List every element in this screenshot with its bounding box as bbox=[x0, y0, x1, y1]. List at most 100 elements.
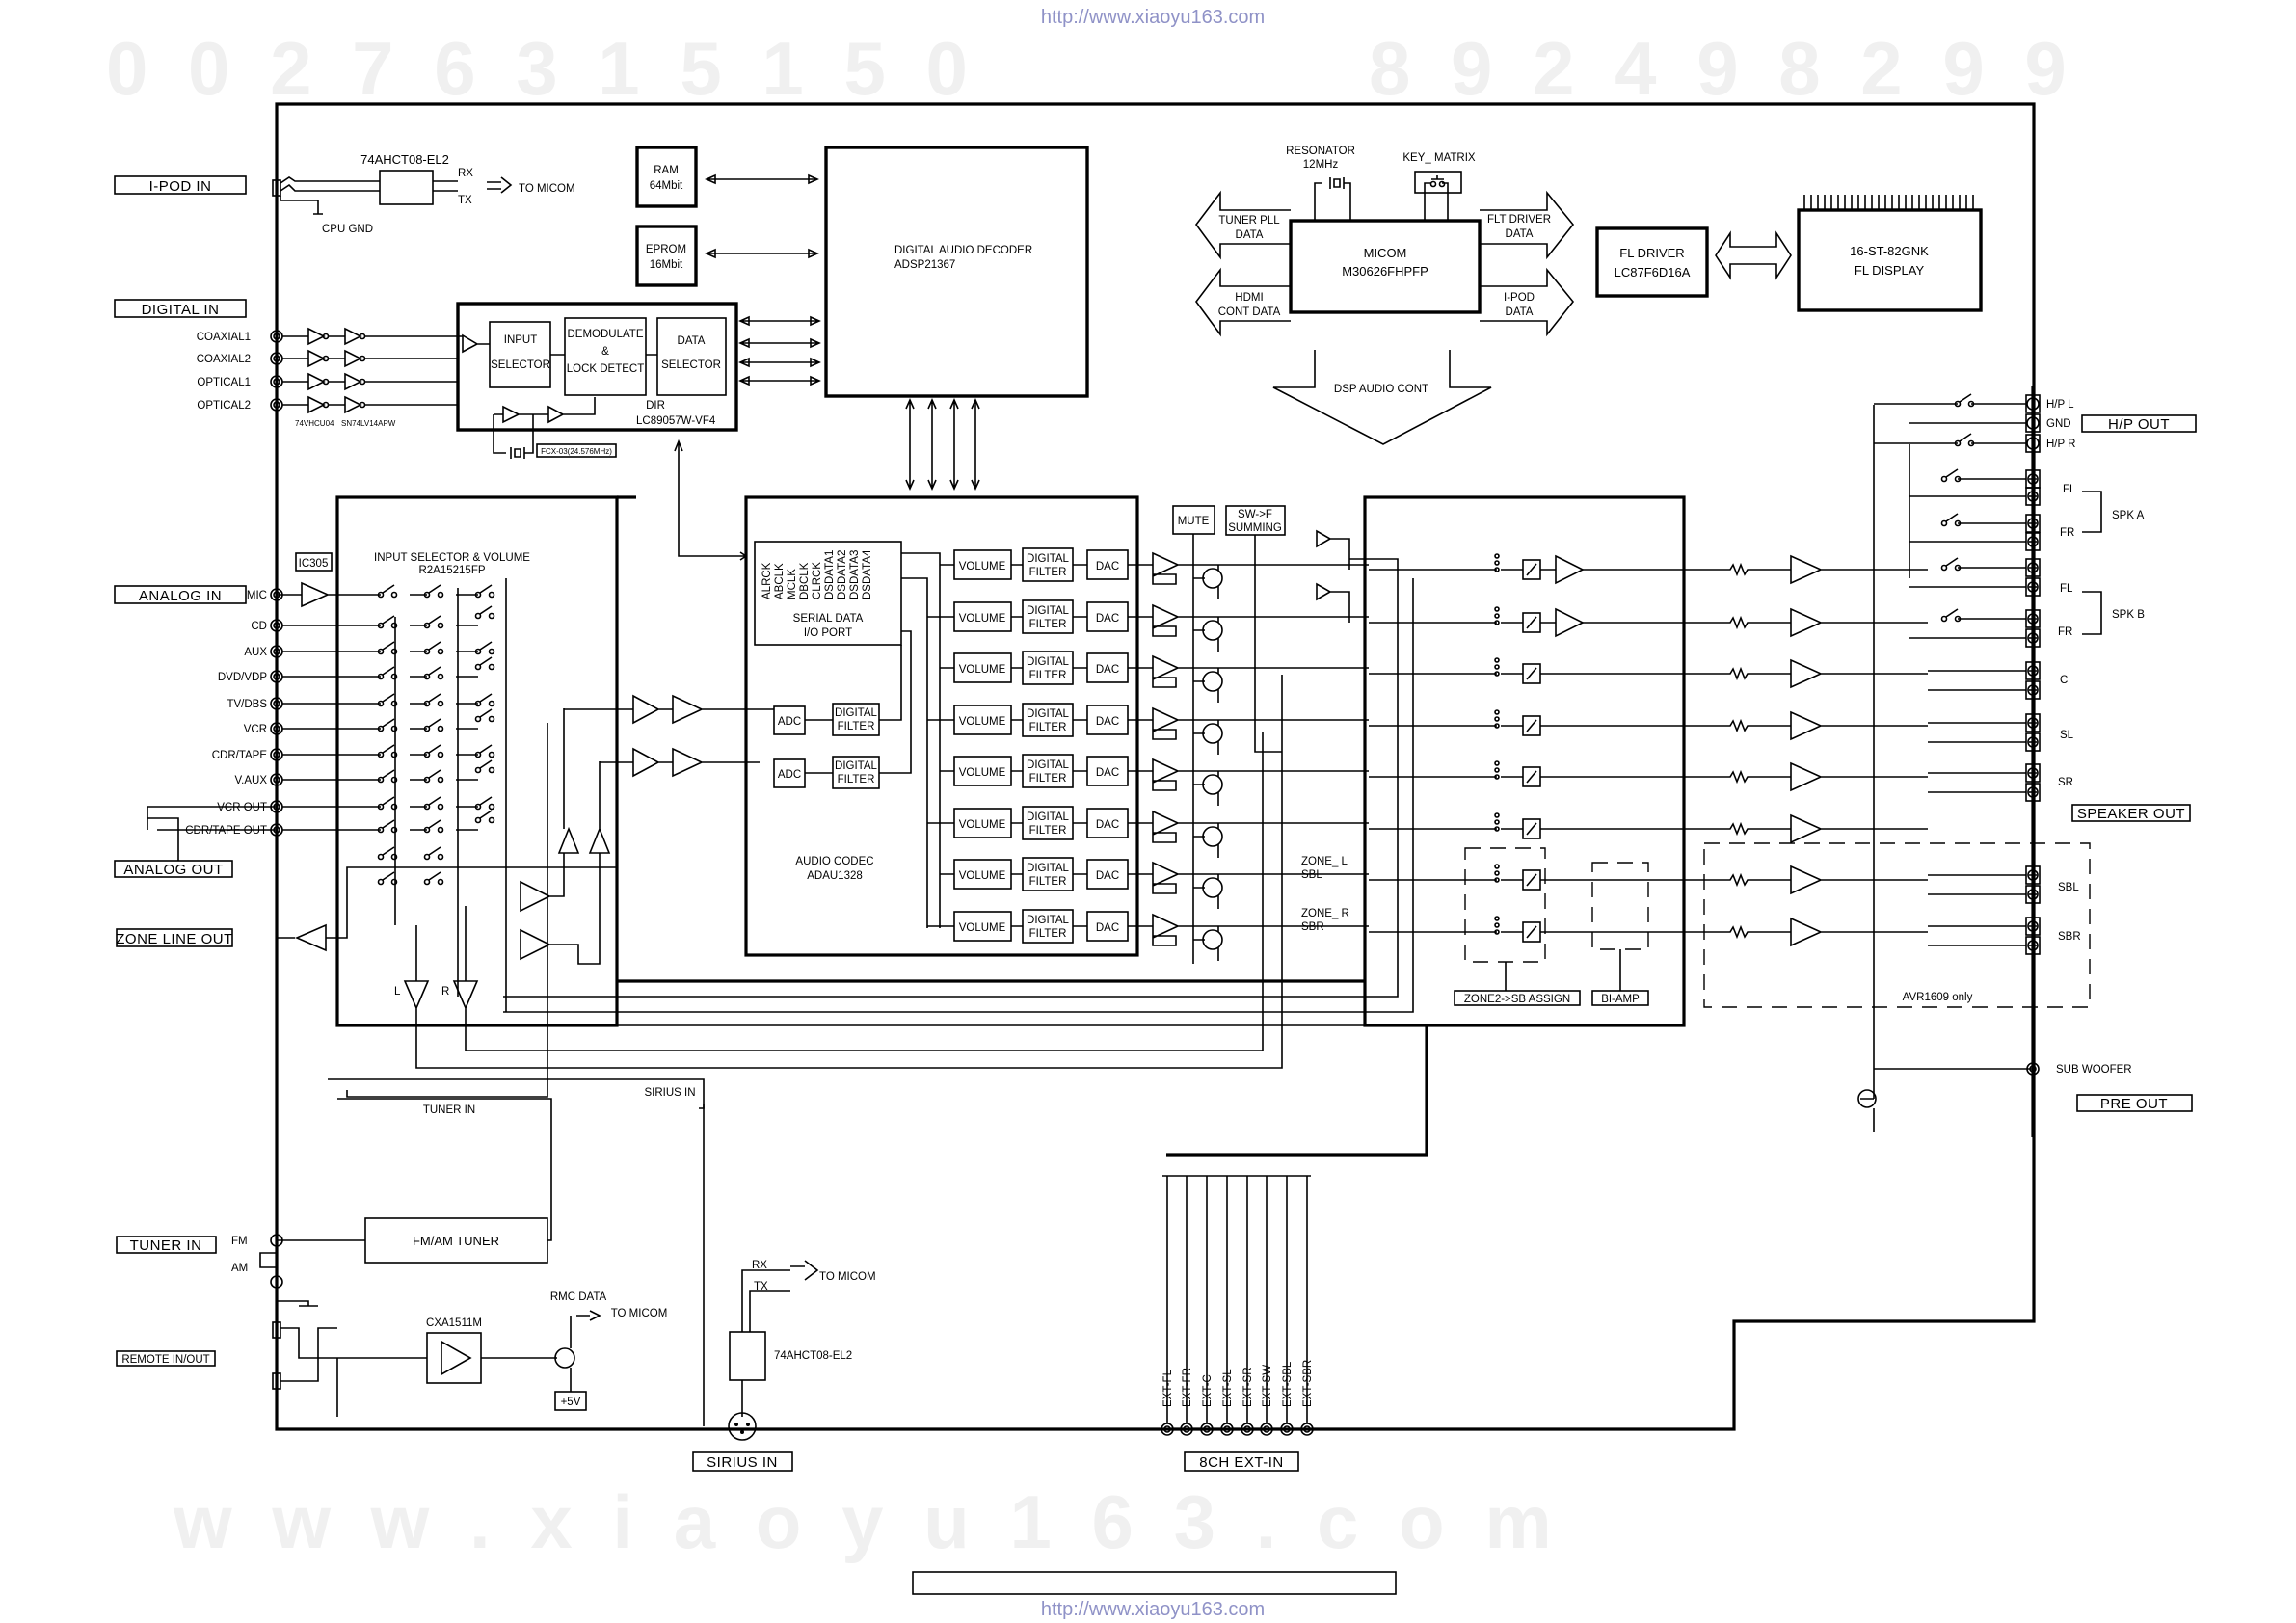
eprom-size: 16Mbit bbox=[650, 259, 683, 271]
fm-jack[interactable] bbox=[270, 1234, 283, 1247]
ext-input-label: EXT-C bbox=[1202, 1374, 1214, 1407]
dac-label: DAC bbox=[1096, 716, 1119, 728]
switch-icon bbox=[423, 878, 431, 886]
speaker-label: SBL bbox=[2058, 882, 2079, 893]
switch-icon bbox=[377, 700, 385, 707]
switch-icon bbox=[377, 751, 385, 758]
mute-transistor-icon bbox=[1202, 620, 1223, 641]
volume-label: VOLUME bbox=[959, 819, 1006, 831]
subwoofer-jack[interactable] bbox=[2026, 1062, 2040, 1076]
ipod-data-label: I-POD bbox=[1504, 292, 1535, 304]
output-opamp bbox=[927, 603, 1369, 637]
subwoofer-label: SUB WOOFER bbox=[2056, 1064, 2132, 1076]
hp-terminal-label: H/P R bbox=[2046, 439, 2075, 450]
analog-input-rows: MICCDAUXDVD/VDPTV/DBSVCRCDR/TAPEV.AUXVCR… bbox=[185, 578, 507, 1012]
dir-data-selector bbox=[656, 317, 727, 396]
hdmi-arrow bbox=[1195, 267, 1291, 337]
ext-input-jack[interactable] bbox=[1241, 1423, 1254, 1436]
eprom-chip bbox=[635, 225, 698, 287]
dac-label: DAC bbox=[1096, 819, 1119, 831]
switch-icon bbox=[377, 826, 385, 834]
switch-icon bbox=[377, 591, 385, 599]
fm-am-tuner bbox=[364, 1217, 548, 1264]
filter-label: FILTER bbox=[1029, 825, 1067, 837]
ext-input-jack[interactable] bbox=[1280, 1423, 1294, 1436]
output-opamp bbox=[927, 706, 1369, 740]
sirius-rx: RX bbox=[752, 1260, 767, 1271]
tuner-section: FM/AM TUNER FM AM TUNER IN SIRIUS IN CXA… bbox=[231, 1087, 876, 1441]
switch-icon bbox=[423, 826, 431, 834]
serial-port-label: I/O PORT bbox=[804, 627, 852, 639]
volume-label: VOLUME bbox=[959, 870, 1006, 882]
dac-label: DAC bbox=[1096, 922, 1119, 934]
sirius-din-jack[interactable] bbox=[728, 1412, 757, 1441]
micom-chip bbox=[1289, 219, 1482, 314]
filter-label: FILTER bbox=[838, 774, 875, 785]
bi-amp bbox=[1591, 990, 1649, 1006]
switch-icon bbox=[1940, 564, 1948, 572]
avr1609-only-label: AVR1609 only bbox=[1903, 992, 1973, 1003]
dac-label: DAC bbox=[1096, 767, 1119, 779]
speaker-label: FL bbox=[2063, 484, 2076, 495]
output-buffer bbox=[1540, 865, 1928, 895]
ipod-tx: TX bbox=[458, 195, 472, 206]
remote-in-jack[interactable] bbox=[272, 1321, 281, 1339]
switch-icon bbox=[1954, 439, 1962, 447]
key-matrix-label: KEY_ MATRIX bbox=[1402, 152, 1476, 164]
dir-part: LC89057W-VF4 bbox=[636, 415, 716, 427]
volume-block bbox=[953, 911, 1012, 942]
footer-url[interactable]: http://www.xiaoyu163.com bbox=[1041, 1599, 1265, 1620]
speaker-terminal-sbl: SBL bbox=[1928, 865, 2079, 904]
dir-bus-arrow-4 bbox=[738, 375, 821, 386]
cxa1511m-label: CXA1511M bbox=[426, 1317, 482, 1329]
label-tuner-in: TUNER IN bbox=[130, 1237, 202, 1254]
port-pin-label: DSDATA1 bbox=[824, 550, 836, 599]
label-pre-out: PRE OUT bbox=[2100, 1096, 2168, 1112]
adc-filter-1 bbox=[832, 703, 880, 736]
zone-r-sbr-label: SBR bbox=[1301, 921, 1324, 933]
ext-input-jack[interactable] bbox=[1180, 1423, 1193, 1436]
codec-bus-arrow-2 bbox=[927, 398, 937, 491]
volume-label: VOLUME bbox=[959, 716, 1006, 728]
rmc-transistor-icon bbox=[554, 1347, 575, 1369]
digital-filter-block bbox=[1022, 703, 1074, 737]
analog-input-jack[interactable] bbox=[270, 588, 283, 601]
digital-input-label: COAXIAL2 bbox=[197, 354, 251, 365]
am-jack[interactable] bbox=[270, 1275, 283, 1289]
power-amp-section: ZONE2->SB ASSIGN BI-AMP AVR1609 only H/P… bbox=[1166, 386, 2145, 1157]
output-opamp bbox=[927, 913, 1369, 946]
fl-driver-part: LC87F6D16A bbox=[1615, 265, 1691, 279]
ext-input-jack[interactable] bbox=[1161, 1423, 1174, 1436]
output-buffer bbox=[1540, 813, 1928, 844]
zone-l-label: ZONE_ L bbox=[1301, 856, 1348, 867]
sub-transistor-icon bbox=[1857, 1089, 1877, 1108]
volume-label: VOLUME bbox=[959, 613, 1006, 625]
ext-input-jack[interactable] bbox=[1260, 1423, 1273, 1436]
speaker-label: FR bbox=[2058, 626, 2072, 638]
dac-label: DAC bbox=[1096, 870, 1119, 882]
dsp-section: RAM 64Mbit EPROM 16Mbit DIGITAL AUDIO DE… bbox=[635, 146, 1089, 491]
hdmi-label: HDMI bbox=[1235, 292, 1263, 304]
speaker-label: FR bbox=[2060, 527, 2074, 539]
tuner-pll-label: DATA bbox=[1236, 229, 1264, 241]
filter-label: FILTER bbox=[838, 721, 875, 732]
ext-input-jack[interactable] bbox=[1300, 1423, 1314, 1436]
fl-driver-chip bbox=[1595, 226, 1709, 298]
switch-icon bbox=[1940, 475, 1948, 483]
ext-input-jack[interactable] bbox=[1220, 1423, 1234, 1436]
ram-bus-arrow bbox=[705, 173, 819, 185]
dac-block bbox=[1086, 705, 1129, 735]
mute-transistor-icon bbox=[1202, 774, 1223, 795]
analog-input-label: TV/DBS bbox=[227, 699, 267, 710]
header-url[interactable]: http://www.xiaoyu163.com bbox=[1041, 7, 1265, 28]
ext-input-jack[interactable] bbox=[1200, 1423, 1214, 1436]
switch-icon bbox=[377, 878, 385, 886]
dir-section: INPUT SELECTOR DEMODULATE & LOCK DETECT … bbox=[197, 302, 748, 561]
label-8ch-ext-in: 8CH EXT-IN bbox=[1199, 1454, 1284, 1471]
speaker-bracket bbox=[2082, 491, 2102, 635]
